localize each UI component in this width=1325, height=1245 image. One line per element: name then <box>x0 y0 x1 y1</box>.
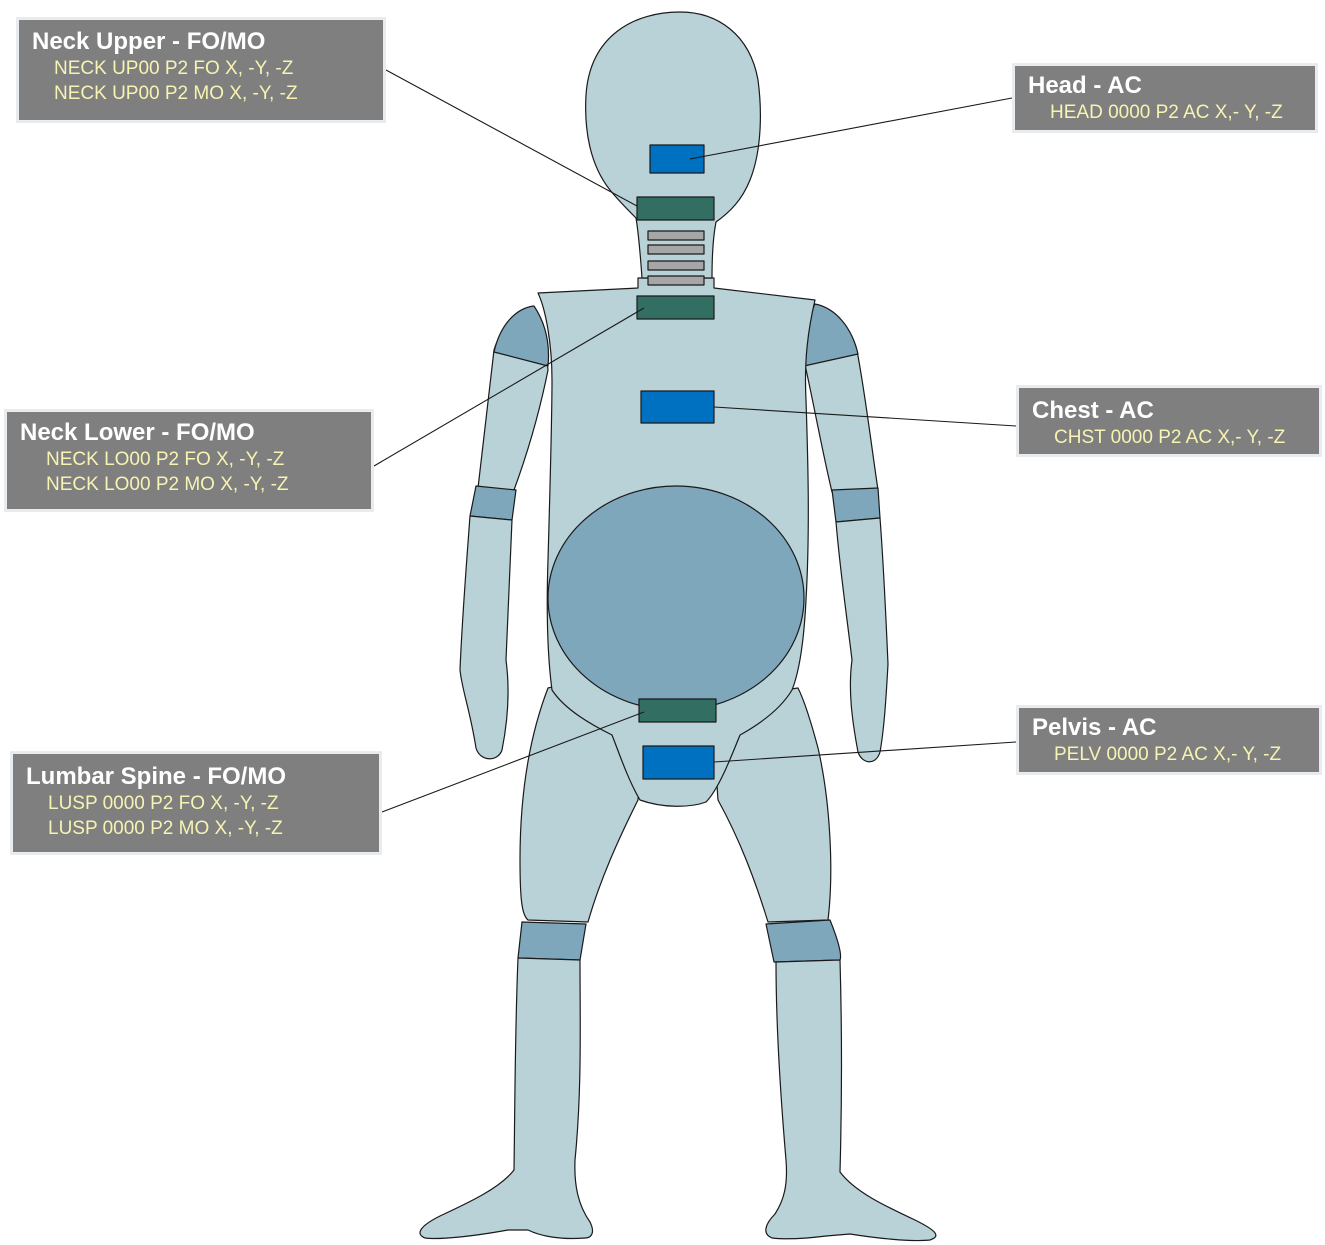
callout-title: Pelvis - AC <box>1032 714 1319 742</box>
abdomen-insert <box>548 486 804 710</box>
callout-head: Head - AC HEAD 0000 P2 AC X,- Y, -Z <box>1012 63 1318 133</box>
neck-segment-3 <box>648 261 704 270</box>
callout-neck-lower: Neck Lower - FO/MO NECK LO00 P2 FO X, -Y… <box>4 409 374 512</box>
upper-neck-load-cell <box>637 197 714 220</box>
right-lower-leg <box>766 960 936 1241</box>
right-knee <box>766 920 841 962</box>
channel-label: PELV 0000 P2 AC X,- Y, -Z <box>1032 742 1319 767</box>
lumbar-spine-load-cell <box>639 699 716 722</box>
left-knee <box>518 922 586 960</box>
pelvis-accelerometer <box>643 746 714 779</box>
left-forearm <box>460 516 512 759</box>
channel-label: NECK LO00 P2 FO X, -Y, -Z <box>20 447 371 472</box>
callout-title: Head - AC <box>1028 72 1315 100</box>
callout-pelvis: Pelvis - AC PELV 0000 P2 AC X,- Y, -Z <box>1016 705 1322 775</box>
left-elbow <box>470 486 516 520</box>
callout-title: Neck Upper - FO/MO <box>32 28 383 56</box>
lower-neck-load-cell <box>637 296 714 319</box>
right-elbow <box>832 488 880 522</box>
left-lower-leg <box>420 958 592 1239</box>
callout-title: Neck Lower - FO/MO <box>20 419 371 447</box>
channel-label: HEAD 0000 P2 AC X,- Y, -Z <box>1028 100 1315 125</box>
channel-label: LUSP 0000 P2 FO X, -Y, -Z <box>26 791 379 816</box>
neck-segment-4 <box>648 276 704 285</box>
callout-neck-upper: Neck Upper - FO/MO NECK UP00 P2 FO X, -Y… <box>16 17 386 123</box>
head-accelerometer <box>650 145 704 173</box>
callout-title: Chest - AC <box>1032 397 1319 425</box>
channel-label: LUSP 0000 P2 MO X, -Y, -Z <box>26 816 379 841</box>
chest-accelerometer <box>641 391 714 423</box>
channel-label: NECK LO00 P2 MO X, -Y, -Z <box>20 472 371 497</box>
channel-label: CHST 0000 P2 AC X,- Y, -Z <box>1032 425 1319 450</box>
channel-label: NECK UP00 P2 FO X, -Y, -Z <box>32 56 383 81</box>
callout-title: Lumbar Spine - FO/MO <box>26 763 379 791</box>
channel-label: NECK UP00 P2 MO X, -Y, -Z <box>32 81 383 106</box>
neck-segment-2 <box>648 245 704 254</box>
right-forearm <box>836 518 888 762</box>
neck-segment-1 <box>648 231 704 240</box>
callout-lumbar-spine: Lumbar Spine - FO/MO LUSP 0000 P2 FO X, … <box>10 751 382 855</box>
callout-chest: Chest - AC CHST 0000 P2 AC X,- Y, -Z <box>1016 385 1322 457</box>
